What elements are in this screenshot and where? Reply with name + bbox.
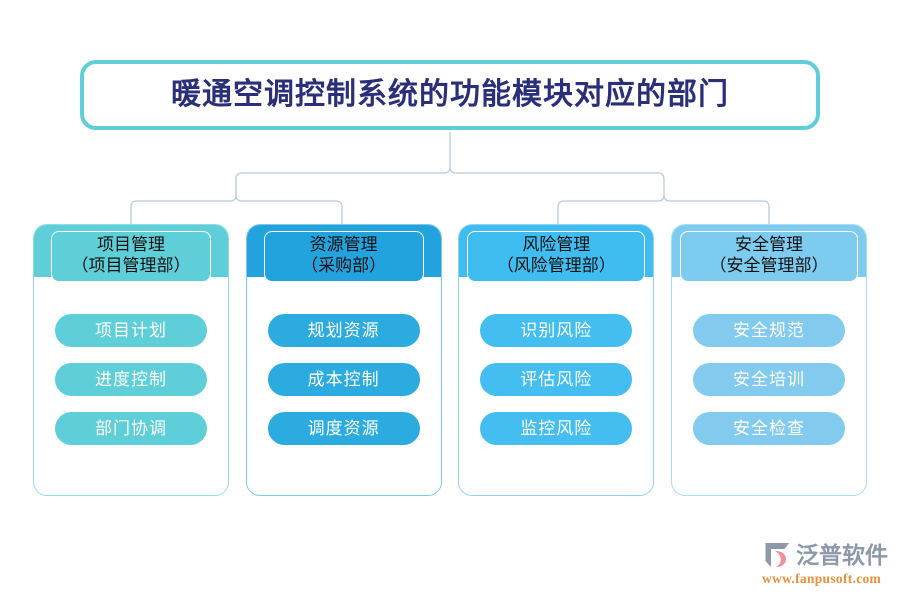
module-pill[interactable]: 安全检查 [692,412,845,445]
column-header-label-3: 风险管理 （风险管理部） [467,231,646,283]
module-pill[interactable]: 成本控制 [267,363,420,396]
module-pill[interactable]: 进度控制 [55,363,207,396]
fanpu-mark-icon [765,543,789,567]
column-header-label-2: 资源管理 （采购部） [263,231,424,283]
column-items-4: 安全规范 安全培训 安全检查 [672,277,866,445]
module-pill[interactable]: 部门协调 [55,412,207,445]
logo-name-text: 泛普软件 [796,542,888,568]
module-pill[interactable]: 调度资源 [267,412,420,445]
column-items-2: 规划资源 成本控制 调度资源 [247,277,441,445]
connector-col2-drop [235,194,343,224]
column-risk-management[interactable]: 风险管理 （风险管理部） 识别风险 评估风险 监控风险 [458,224,655,496]
module-pill[interactable]: 安全规范 [692,314,845,347]
column-project-management[interactable]: 项目管理 （项目管理部） 项目计划 进度控制 部门协调 [33,224,229,496]
connector-right-branch [449,166,665,195]
module-pill[interactable]: 识别风险 [480,314,633,347]
column-header-label-4: 安全管理 （安全管理部） [679,231,858,283]
connector-left-branch [235,166,451,195]
module-pill[interactable]: 项目计划 [55,314,207,347]
connector-col4-drop [663,194,770,224]
module-pill[interactable]: 监控风险 [480,412,633,445]
connector-col1-drop [130,194,237,224]
column-items-3: 识别风险 评估风险 监控风险 [459,277,653,445]
column-resource-management[interactable]: 资源管理 （采购部） 规划资源 成本控制 调度资源 [245,224,442,496]
column-header-label-1: 项目管理 （项目管理部） [51,231,211,283]
diagram-title-text: 暖通空调控制系统的功能模块对应的部门 [171,78,729,111]
department-columns: 项目管理 （项目管理部） 项目计划 进度控制 部门协调 资源管理 （采购部） 规… [33,224,867,496]
connector-col3-drop [557,194,665,224]
module-pill[interactable]: 评估风险 [480,363,633,396]
fanpusoft-logo: 泛普软件 www.fanpusoft.com [762,540,894,592]
logo-row: 泛普软件 [762,540,894,570]
module-pill[interactable]: 规划资源 [267,314,420,347]
column-safety-management[interactable]: 安全管理 （安全管理部） 安全规范 安全培训 安全检查 [670,224,867,496]
column-items-1: 项目计划 进度控制 部门协调 [34,277,228,445]
diagram-title-box: 暖通空调控制系统的功能模块对应的部门 [80,60,820,130]
module-pill[interactable]: 安全培训 [692,363,845,396]
logo-url-text: www.fanpusoft.com [762,571,882,586]
